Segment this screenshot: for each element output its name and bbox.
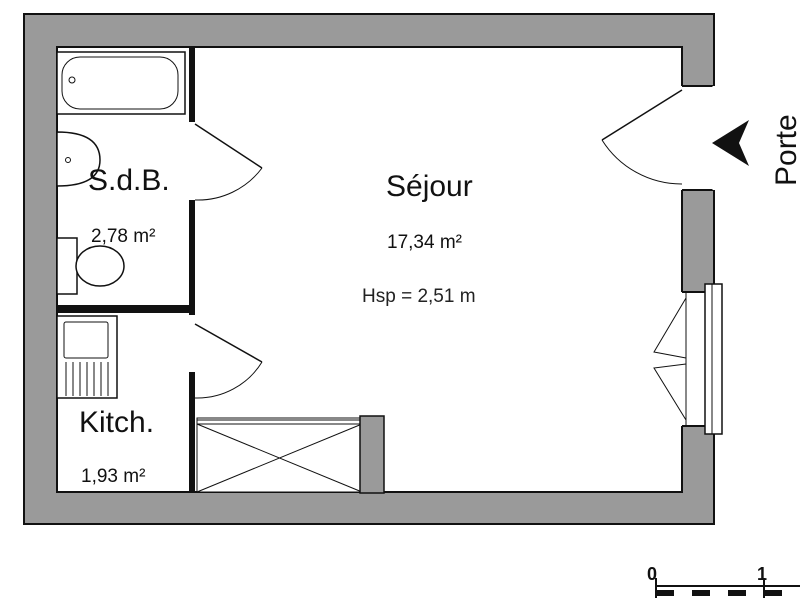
kitchen-door-arc	[194, 361, 263, 399]
interior-wall-vertical-2	[189, 200, 195, 315]
bathroom-door-leaf	[194, 123, 263, 169]
window-sash-bottom	[653, 363, 687, 421]
toilet-bowl	[75, 245, 125, 287]
bathtub-drain	[68, 76, 76, 84]
room-name-kitchen: Kitch.	[79, 406, 154, 439]
scale-end-label: 1	[757, 564, 767, 584]
bathroom-door-arc	[194, 167, 263, 201]
window-sash-top	[653, 297, 687, 359]
room-area-sejour: 17,34 m²	[387, 232, 462, 253]
interior-wall-vertical	[189, 47, 195, 122]
entrance-arrow-icon	[712, 120, 749, 166]
scale-bar: 0 1	[647, 564, 800, 598]
kitchen-drainboard	[65, 362, 109, 396]
entrance-label: Porte	[770, 114, 800, 186]
room-area-kitchen: 1,93 m²	[81, 466, 145, 487]
scale-start-label: 0	[647, 564, 657, 584]
entrance-door-arc	[601, 139, 683, 185]
interior-wall-horizontal	[57, 305, 195, 313]
entrance-opening	[681, 86, 716, 190]
closet-wall	[359, 415, 385, 494]
washbasin-drain	[65, 157, 71, 163]
entrance-door-leaf	[601, 89, 683, 141]
washbasin	[56, 131, 101, 187]
kitchen-sink-bowl	[63, 321, 109, 359]
kitchen-door-leaf	[194, 323, 263, 363]
room-area-sdb: 2,78 m²	[91, 226, 155, 247]
window-frame	[704, 283, 723, 435]
closet	[196, 417, 363, 493]
ceiling-height-sejour: Hsp = 2,51 m	[362, 286, 476, 307]
interior-wall-vertical-3	[189, 372, 195, 492]
room-name-sdb: S.d.B.	[88, 164, 170, 197]
toilet-tank	[56, 237, 78, 295]
bathtub-basin	[61, 56, 179, 110]
room-name-sejour: Séjour	[386, 170, 473, 203]
